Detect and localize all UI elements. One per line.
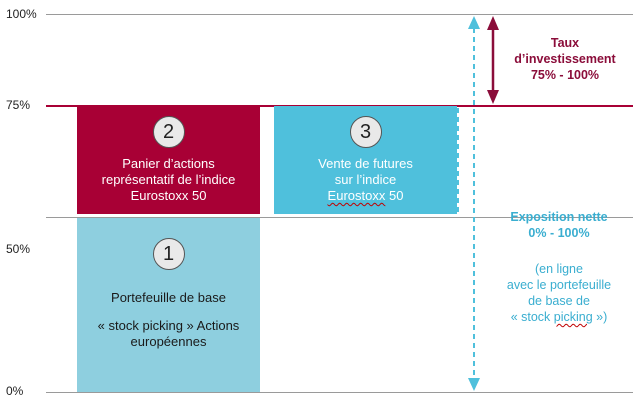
block3-line1: Vente de futures (318, 156, 413, 171)
exposure-arrowhead-bottom (468, 378, 480, 391)
tick-50: 50% (6, 242, 31, 256)
block3-index-number: 50 (385, 188, 404, 203)
block3-line3: Eurostoxx 50 (328, 188, 404, 204)
gridline-100 (46, 14, 633, 15)
block3-line2: sur l’indice (334, 172, 397, 187)
investment-rate-label: Taux d’investissement 75% - 100% (503, 35, 627, 83)
note-picking-word: picking (553, 310, 593, 324)
gridline-0 (46, 392, 633, 393)
note-line3: de base de (528, 294, 590, 308)
step-number-2: 2 (152, 116, 185, 148)
block-equity-basket: 2 Panier d’actions représentatif de l’in… (77, 106, 260, 214)
note-line4-post: ») (592, 310, 608, 324)
exposure-line2: 0% - 100% (528, 226, 590, 240)
block-futures-sale: 3 Vente de futures sur l’indice Eurostox… (274, 106, 457, 214)
tick-0: 0% (6, 384, 24, 398)
investment-line1: Taux (550, 36, 580, 50)
note-line4-pre: « stock (510, 310, 554, 324)
block3-index-word: Eurostoxx (327, 188, 386, 203)
note-line1: (en ligne (535, 262, 583, 276)
note-line4: « stock picking ») (492, 309, 626, 325)
block2-line1: Panier d’actions (122, 156, 215, 171)
block2-line3: Eurostoxx 50 (130, 188, 207, 203)
step-number-3: 3 (349, 116, 382, 148)
step-number-1: 1 (152, 238, 185, 270)
block-base-portfolio: 1 Portefeuille de base « stock picking »… (77, 218, 260, 392)
block2-line2: représentatif de l’indice (101, 172, 236, 187)
tick-75: 75% (6, 98, 31, 112)
note-line2: avec le portefeuille (506, 278, 612, 292)
investment-arrowhead-top (487, 16, 499, 30)
investment-line2: d’investissement (514, 52, 616, 66)
block1-line2: « stock picking » Actions (97, 318, 240, 333)
investment-line3: 75% - 100% (530, 68, 600, 82)
exposure-line1: Exposition nette (510, 210, 608, 224)
exposure-note: (en ligne avec le portefeuille de base d… (492, 261, 626, 325)
exposure-arrowhead-top (468, 16, 480, 29)
block1-line3: européennes (130, 334, 207, 349)
gridline-50 (46, 217, 633, 218)
block1-line1: Portefeuille de base (111, 290, 226, 305)
investment-arrowhead-bottom (487, 90, 499, 104)
net-exposure-label: Exposition nette 0% - 100% (492, 209, 626, 241)
tick-100: 100% (6, 7, 37, 21)
